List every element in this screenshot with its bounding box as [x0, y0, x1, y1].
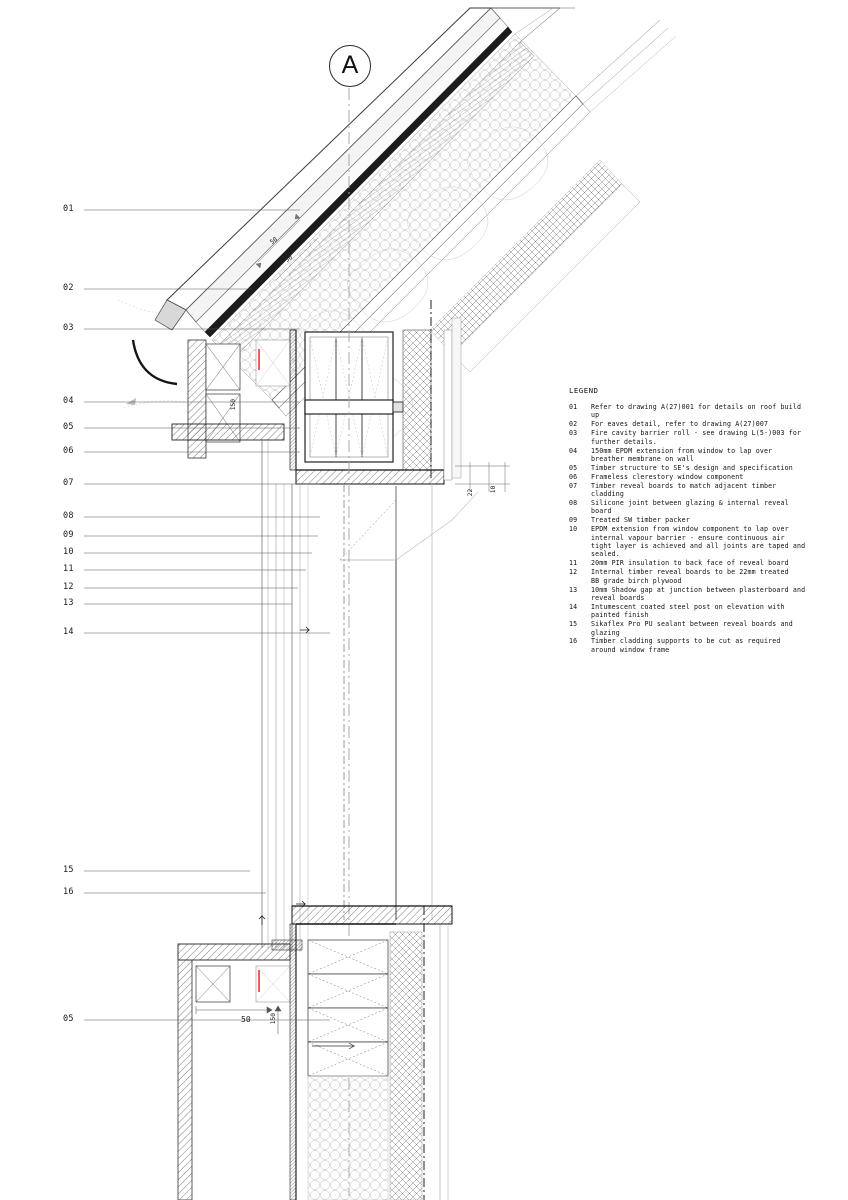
external-wall-section	[258, 440, 433, 952]
dimension-cill-50: 50	[241, 1015, 251, 1024]
legend-item-number: 16	[569, 637, 578, 646]
leader-label-13: 13	[63, 598, 74, 608]
legend-item-text: Silicone joint between glazing & interna…	[591, 498, 789, 516]
legend-item: 03 Fire cavity barrier roll - see drawing…	[569, 429, 841, 446]
legend-item-text: Refer to drawing A(27)001 for details on…	[591, 403, 802, 420]
leader-label-16: 16	[63, 887, 74, 897]
legend-item-text: 10mm Shadow gap at junction between plas…	[591, 585, 806, 602]
legend-panel: LEGEND 01 Refer to drawing A(27)001 for d…	[569, 386, 841, 655]
eaves-gutter	[117, 299, 191, 409]
legend-item-text: Intumescent coated steel post on elevati…	[591, 602, 785, 620]
legend-list: 01 Refer to drawing A(27)001 for details …	[569, 403, 841, 654]
legend-item-number: 15	[569, 620, 578, 629]
dimension-cill-150: 150	[269, 1013, 277, 1025]
legend-item: 16 Timber cladding supports to be cut as …	[569, 637, 841, 654]
leader-label-03: 03	[63, 323, 74, 333]
legend-title: LEGEND	[569, 386, 599, 395]
legend-item: 11 20mm PIR insulation to back face of re…	[569, 559, 841, 567]
leader-label-05: 05	[63, 422, 74, 432]
roof-dimension-lines	[255, 213, 319, 281]
legend-item-text: Timber reveal boards to match adjacent t…	[591, 481, 777, 499]
leader-label-12: 12	[63, 582, 74, 592]
legend-item-number: 03	[569, 429, 578, 438]
leader-label-02: 02	[63, 283, 74, 293]
leader-label-14: 14	[63, 627, 74, 637]
legend-item-text: Frameless clerestory window component	[591, 472, 744, 481]
legend-item: 15 Sikaflex Pro PU sealant between reveal…	[569, 620, 841, 637]
legend-item-text: For eaves detail, refer to drawing A(27)…	[591, 420, 769, 429]
legend-item-text: Sikaflex Pro PU sealant between reveal b…	[591, 620, 793, 637]
clerestory-window-head	[171, 300, 510, 492]
dimension-head-22: 22	[466, 488, 474, 497]
legend-item-number: 14	[569, 602, 578, 611]
legend-item-number: 08	[569, 498, 578, 507]
legend-item-number: 04	[569, 446, 578, 455]
legend-item-text: Timber cladding supports to be cut as re…	[591, 637, 781, 654]
leader-label-10: 10	[63, 547, 74, 557]
legend-item-number: 06	[569, 472, 578, 481]
dimension-head-10: 10	[489, 485, 497, 494]
legend-item-text: EPDM extension from window component to …	[591, 525, 806, 559]
leader-label-09: 09	[63, 530, 74, 540]
legend-item: 07 Timber reveal boards to match adjacent…	[569, 482, 841, 499]
legend-item-number: 13	[569, 585, 578, 594]
legend-item: 02 For eaves detail, refer to drawing A(2…	[569, 420, 841, 428]
legend-item: 08 Silicone joint between glazing & inter…	[569, 499, 841, 516]
dimension-window-150: 150	[229, 399, 237, 411]
lower-window-cill-detail	[177, 905, 453, 1200]
leader-label-07: 07	[63, 478, 74, 488]
legend-item-text: 150mm EPDM extension from window to lap …	[591, 446, 773, 463]
legend-item: 06 Frameless clerestory window component	[569, 473, 841, 481]
legend-item-number: 05	[569, 463, 578, 472]
legend-item-number: 09	[569, 516, 578, 525]
legend-item: 13 10mm Shadow gap at junction between pl…	[569, 586, 841, 603]
leader-label-06: 06	[63, 446, 74, 456]
legend-item: 04 150mm EPDM extension from window to la…	[569, 447, 841, 464]
legend-item-text: Internal timber reveal boards to be 22mm…	[591, 568, 789, 585]
legend-item: 01 Refer to drawing A(27)001 for details …	[569, 403, 841, 420]
legend-item-number: 11	[569, 559, 578, 568]
legend-item-number: 01	[569, 403, 578, 411]
legend-item: 14 Intumescent coated steel post on eleva…	[569, 603, 841, 620]
legend-item-number: 02	[569, 420, 578, 429]
legend-item-number: 07	[569, 481, 578, 490]
leader-label-05b: 05	[63, 1014, 74, 1024]
legend-item-number: 12	[569, 568, 578, 577]
legend-item-text: Treated SW timber packer	[591, 516, 690, 525]
leader-label-15: 15	[63, 865, 74, 875]
legend-item-text: Timber structure to SE's design and spec…	[591, 463, 793, 472]
legend-item-text: 20mm PIR insulation to back face of reve…	[591, 559, 789, 568]
leader-label-11: 11	[63, 564, 74, 574]
leader-label-04: 04	[63, 396, 74, 406]
leader-label-01: 01	[63, 204, 74, 214]
legend-item-text: Fire cavity barrier roll - see drawing L…	[591, 429, 802, 446]
leader-line-group	[84, 209, 330, 1021]
section-marker-label: A	[341, 50, 359, 79]
leader-label-08: 08	[63, 511, 74, 521]
legend-item: 05 Timber structure to SE's design and sp…	[569, 464, 841, 472]
legend-item: 12 Internal timber reveal boards to be 22…	[569, 568, 841, 585]
legend-item-number: 10	[569, 525, 578, 534]
legend-item: 09 Treated SW timber packer	[569, 516, 841, 524]
section-marker-a: A	[329, 45, 371, 87]
legend-item: 10 EPDM extension from window component t…	[569, 525, 841, 559]
